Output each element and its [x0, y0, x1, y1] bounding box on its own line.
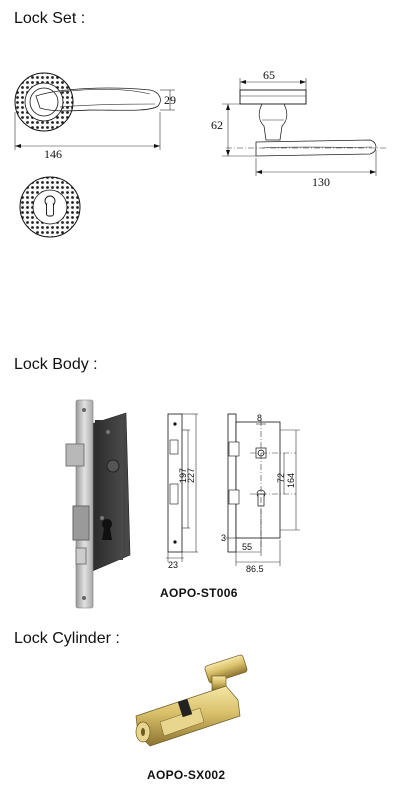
- lock-body-title: Lock Body :: [14, 356, 98, 373]
- svg-text:55: 55: [242, 542, 252, 552]
- svg-text:72: 72: [276, 473, 286, 483]
- svg-text:23: 23: [168, 560, 178, 570]
- svg-text:164: 164: [286, 473, 296, 488]
- lock-cylinder-title: Lock Cylinder :: [14, 630, 120, 647]
- svg-text:130: 130: [312, 175, 330, 189]
- svg-text:86.5: 86.5: [246, 564, 264, 574]
- svg-text:197: 197: [178, 468, 188, 483]
- svg-text:3: 3: [221, 533, 226, 543]
- svg-text:62: 62: [211, 118, 223, 132]
- svg-text:65: 65: [263, 68, 275, 82]
- svg-text:29: 29: [164, 93, 176, 107]
- lock-cylinder-model: AOPO-SX002: [147, 768, 226, 782]
- lock-set-title: Lock Set :: [14, 10, 86, 27]
- svg-text:8: 8: [257, 413, 262, 423]
- lock-body-model: AOPO-ST006: [160, 586, 238, 600]
- svg-text:227: 227: [186, 468, 196, 483]
- svg-text:146: 146: [44, 147, 62, 161]
